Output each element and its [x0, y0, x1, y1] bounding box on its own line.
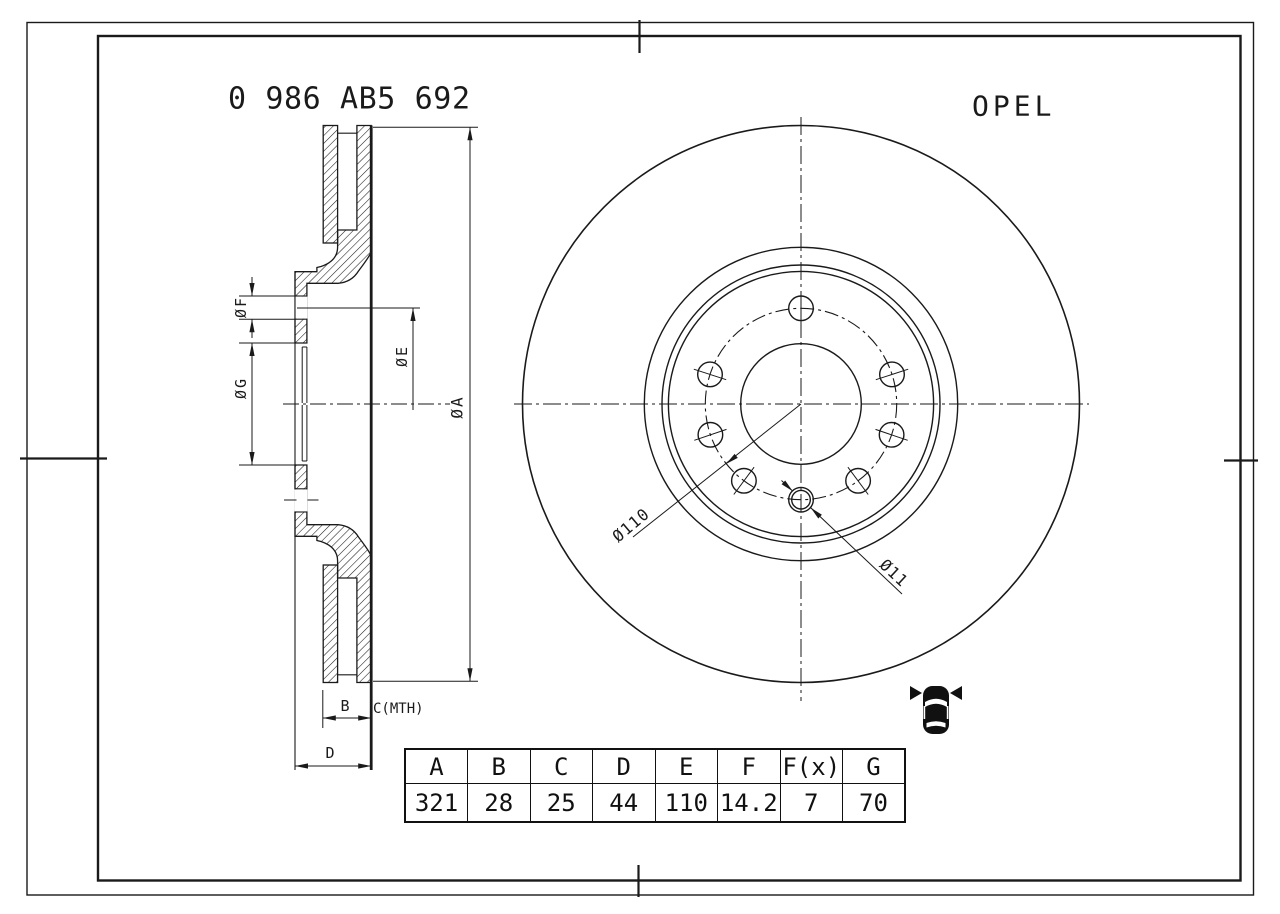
dim-b	[322, 690, 372, 728]
dim-dia-e	[284, 307, 420, 501]
bolt-hole	[697, 361, 724, 388]
front-axle-arrow-left	[910, 686, 922, 700]
dim-label-dia-a: ØA	[447, 395, 467, 419]
friction-plate-hat-flange	[294, 124, 372, 344]
table-value-cell: 7	[779, 783, 843, 823]
border-frame	[20, 20, 1258, 897]
dim-label-c-mth: C(MTH)	[373, 701, 424, 717]
car-icon	[910, 686, 962, 734]
table-header-cell: D	[592, 748, 656, 784]
bolt-hole	[879, 361, 906, 388]
table-header-cell: E	[654, 748, 718, 784]
dim-dia-a	[373, 126, 478, 682]
bolt-hole	[878, 421, 905, 448]
dim-dia-f	[239, 277, 295, 338]
table-value-cell: 44	[592, 783, 656, 823]
friction-plate-outer	[322, 124, 339, 244]
table-header-cell: C	[529, 748, 593, 784]
table-value-cell: 70	[842, 783, 906, 823]
table-value-cell: 110	[654, 783, 718, 823]
dim-label-b: B	[340, 697, 352, 715]
front-view	[514, 117, 1089, 701]
table-header-cell: F(x)	[779, 748, 843, 784]
table-value-cell: 321	[404, 783, 468, 823]
brand-name: OPEL	[972, 89, 1056, 123]
table-value-cell: 28	[467, 783, 531, 823]
car-rear-window	[926, 721, 946, 728]
bolt-hole-cutout	[294, 489, 308, 512]
section-lower-half	[294, 405, 372, 684]
leader-locating-hole	[781, 480, 903, 595]
table-header-cell: A	[404, 748, 468, 784]
table-value-cell: 25	[529, 783, 593, 823]
table-header-cell: F	[717, 748, 781, 784]
dim-dia-g	[239, 342, 301, 466]
car-windshield	[925, 698, 947, 707]
dim-label-dia-f: ØF	[232, 295, 250, 319]
dim-label-dia-e: ØE	[393, 344, 411, 368]
dim-label-dia-g: ØG	[232, 376, 250, 400]
dim-label-d: D	[325, 744, 337, 762]
table-value-row: 321 28 25 44 110 14.2 7 70	[404, 783, 906, 823]
section-dimensions	[239, 126, 478, 769]
leader-bolt-circle	[632, 403, 802, 538]
table-header-cell: G	[842, 748, 906, 784]
table-header-row: A B C D E F F(x) G	[404, 748, 906, 784]
section-upper-half	[294, 124, 372, 403]
bolt-hole	[697, 421, 724, 448]
front-axle-arrow-right	[950, 686, 962, 700]
dim-d	[295, 763, 372, 769]
table-header-cell: B	[467, 748, 531, 784]
table-value-cell: 14.2	[717, 783, 781, 823]
friction-plate-outer	[322, 564, 339, 684]
dimensions-table: A B C D E F F(x) G 321 28 25 44 110 14.2…	[404, 748, 906, 823]
friction-plate-hat-flange	[294, 464, 372, 684]
bolt-hole	[730, 467, 757, 494]
part-number: 0 986 AB5 692	[228, 81, 471, 117]
section-view	[283, 124, 450, 770]
bolt-hole	[845, 467, 872, 494]
